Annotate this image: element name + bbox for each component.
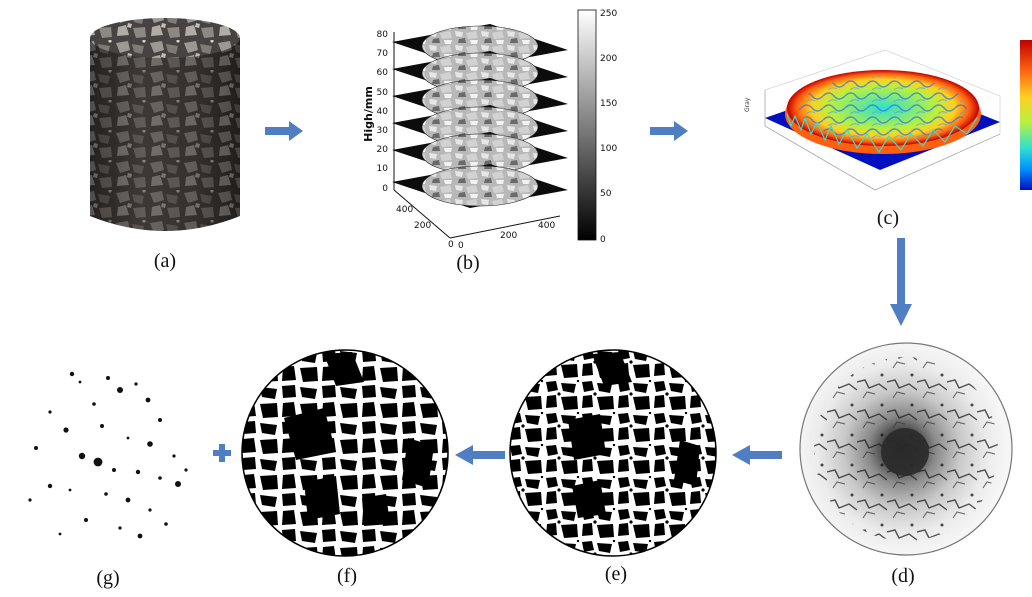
panel-b-ct-slice-stack: High/mm 80 70 60 50 40 30 20 10 0 xyxy=(350,2,620,252)
svg-text:0: 0 xyxy=(448,240,454,250)
svg-text:250: 250 xyxy=(600,9,617,19)
arrow-left-icon xyxy=(730,444,782,466)
svg-text:10: 10 xyxy=(377,164,389,174)
svg-text:0: 0 xyxy=(382,184,388,194)
arrow-right-icon xyxy=(265,120,305,142)
svg-text:400: 400 xyxy=(538,221,555,231)
label-a: (a) xyxy=(153,250,177,272)
svg-text:200: 200 xyxy=(500,231,517,241)
svg-text:200: 200 xyxy=(414,221,431,231)
panel-g-void-distribution xyxy=(10,360,200,550)
label-c: (c) xyxy=(876,207,900,229)
label-f: (f) xyxy=(337,565,357,587)
ct-slices xyxy=(392,24,568,208)
svg-text:50: 50 xyxy=(377,88,389,98)
xy-tick-labels: 400 200 0 0 200 400 xyxy=(396,205,555,251)
jet-colorbar xyxy=(1020,40,1032,190)
grayscale-colorbar xyxy=(577,9,597,241)
label-d: (d) xyxy=(891,565,915,587)
z-tick-labels: 80 70 60 50 40 30 20 10 0 xyxy=(377,30,389,194)
arrow-left-icon xyxy=(453,444,505,466)
svg-text:100: 100 xyxy=(600,144,617,154)
z-axis-label: High/mm xyxy=(362,86,375,142)
svg-text:80: 80 xyxy=(377,30,389,40)
svg-text:70: 70 xyxy=(377,49,389,59)
cylinder-specimen xyxy=(90,18,240,231)
colorbar-tick-labels: 250 200 150 100 50 0 xyxy=(600,9,617,245)
label-g: (g) xyxy=(96,567,120,589)
svg-text:20: 20 xyxy=(377,145,389,155)
gray-axis-label: Gray xyxy=(744,97,751,112)
arrow-right-icon xyxy=(650,120,690,142)
svg-text:150: 150 xyxy=(600,99,617,109)
svg-text:400: 400 xyxy=(396,205,413,215)
svg-text:60: 60 xyxy=(377,68,389,78)
panel-e-binary-segmentation xyxy=(508,348,718,558)
svg-text:0: 0 xyxy=(600,235,606,245)
label-e: (e) xyxy=(604,563,628,585)
arrow-down-icon xyxy=(889,238,913,328)
svg-text:40: 40 xyxy=(377,107,389,117)
label-b: (b) xyxy=(456,252,480,274)
svg-text:30: 30 xyxy=(377,126,389,136)
plus-icon xyxy=(212,443,232,463)
panel-f-aggregate-skeleton xyxy=(240,348,450,558)
panel-a-specimen-photo xyxy=(80,10,250,242)
panel-d-ct-cross-section xyxy=(797,340,1015,558)
svg-text:0: 0 xyxy=(458,241,464,251)
svg-text:50: 50 xyxy=(600,189,612,199)
void-dots xyxy=(28,371,188,539)
panel-c-gray-surface-plot: Gray xyxy=(735,30,1032,200)
svg-text:200: 200 xyxy=(600,54,617,64)
